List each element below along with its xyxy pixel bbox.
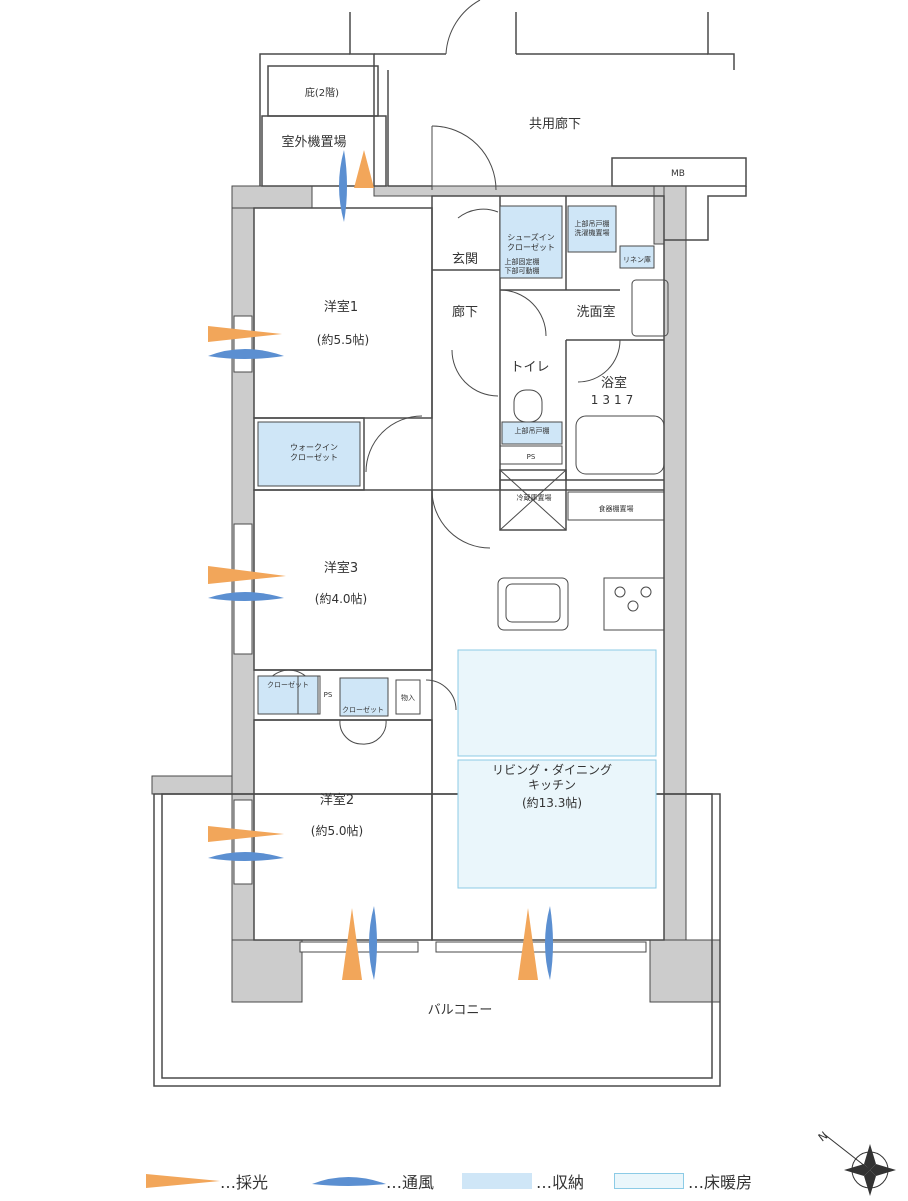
hallway-label: 廊下 bbox=[452, 304, 478, 320]
windows bbox=[233, 315, 647, 953]
room2-label: 洋室2 bbox=[320, 792, 354, 808]
storage-areas bbox=[257, 205, 655, 717]
legend-light: …採光 bbox=[146, 1166, 268, 1196]
light-markers bbox=[208, 150, 538, 980]
compass: N bbox=[816, 1129, 896, 1196]
room2-size-label: (約5.0帖) bbox=[311, 823, 363, 838]
entrance-label: 玄関 bbox=[452, 252, 478, 267]
legend-floor-heating: …床暖房 bbox=[614, 1166, 752, 1196]
shoe-shelf-label: 上部固定棚下部可動棚 bbox=[505, 257, 540, 275]
room1-label: 洋室1 bbox=[324, 299, 358, 315]
toilet-shelf-label: 上部吊戸棚 bbox=[515, 426, 550, 435]
closet-b-label: クローゼット bbox=[342, 705, 384, 714]
room3-size-label: (約4.0帖) bbox=[315, 591, 367, 606]
washroom-label: 洗面室 bbox=[576, 304, 615, 320]
storage-label: 物入 bbox=[401, 693, 415, 702]
room3-label: 洋室3 bbox=[324, 560, 358, 576]
shoe-closet-label: シューズインクローゼット bbox=[507, 232, 555, 252]
ventilation-swatch-icon bbox=[312, 1177, 386, 1186]
dish-label: 食器棚置場 bbox=[599, 504, 634, 513]
room1-size-label: (約5.5帖) bbox=[317, 332, 369, 347]
storage-swatch-icon bbox=[462, 1173, 532, 1189]
legend-light-text: …採光 bbox=[220, 1173, 269, 1192]
legend-storage-text: …収納 bbox=[536, 1173, 585, 1192]
closet-a-label: クローゼット bbox=[267, 680, 309, 689]
walkin-label: ウォークインクローゼット bbox=[290, 443, 338, 462]
ldk-label: リビング・ダイニングキッチン bbox=[492, 762, 612, 792]
legend-ventilation-text: …通風 bbox=[386, 1173, 435, 1192]
floor-heating bbox=[457, 649, 657, 889]
toilet-label: トイレ bbox=[510, 360, 549, 375]
legend: …採光 …通風 …収納 …床暖房 bbox=[140, 1166, 780, 1196]
eaves-label: 庇(2階) bbox=[305, 86, 339, 99]
ventilation-markers bbox=[208, 150, 553, 980]
outdoor-unit-label: 室外機置場 bbox=[281, 134, 346, 150]
corridor-label: 共用廊下 bbox=[529, 116, 581, 132]
fixtures bbox=[297, 279, 669, 715]
legend-floor-heating-text: …床暖房 bbox=[688, 1173, 753, 1192]
ldk-size-label: (約13.3帖) bbox=[522, 795, 582, 810]
corridor-walls bbox=[259, 12, 747, 241]
bath-size-label: 1317 bbox=[591, 393, 638, 407]
ps-mid-label: PS bbox=[324, 691, 333, 699]
legend-storage: …収納 bbox=[462, 1166, 584, 1196]
laundry-label: 上部吊戸棚洗濯機置場 bbox=[575, 219, 610, 237]
legend-ventilation: …通風 bbox=[312, 1166, 434, 1196]
floor-heating-swatch-icon bbox=[614, 1173, 684, 1189]
mb-label: MB bbox=[671, 169, 685, 179]
fridge-label: 冷蔵庫置場 bbox=[517, 493, 552, 502]
compass-north-label: N bbox=[816, 1129, 830, 1144]
bath-label: 浴室 bbox=[601, 375, 627, 391]
linen-label: リネン庫 bbox=[623, 255, 651, 264]
balcony-label: バルコニー bbox=[428, 1003, 493, 1018]
interior-walls bbox=[153, 65, 747, 1087]
light-swatch-icon bbox=[146, 1174, 220, 1188]
toilet-ps-label: PS bbox=[527, 453, 536, 461]
